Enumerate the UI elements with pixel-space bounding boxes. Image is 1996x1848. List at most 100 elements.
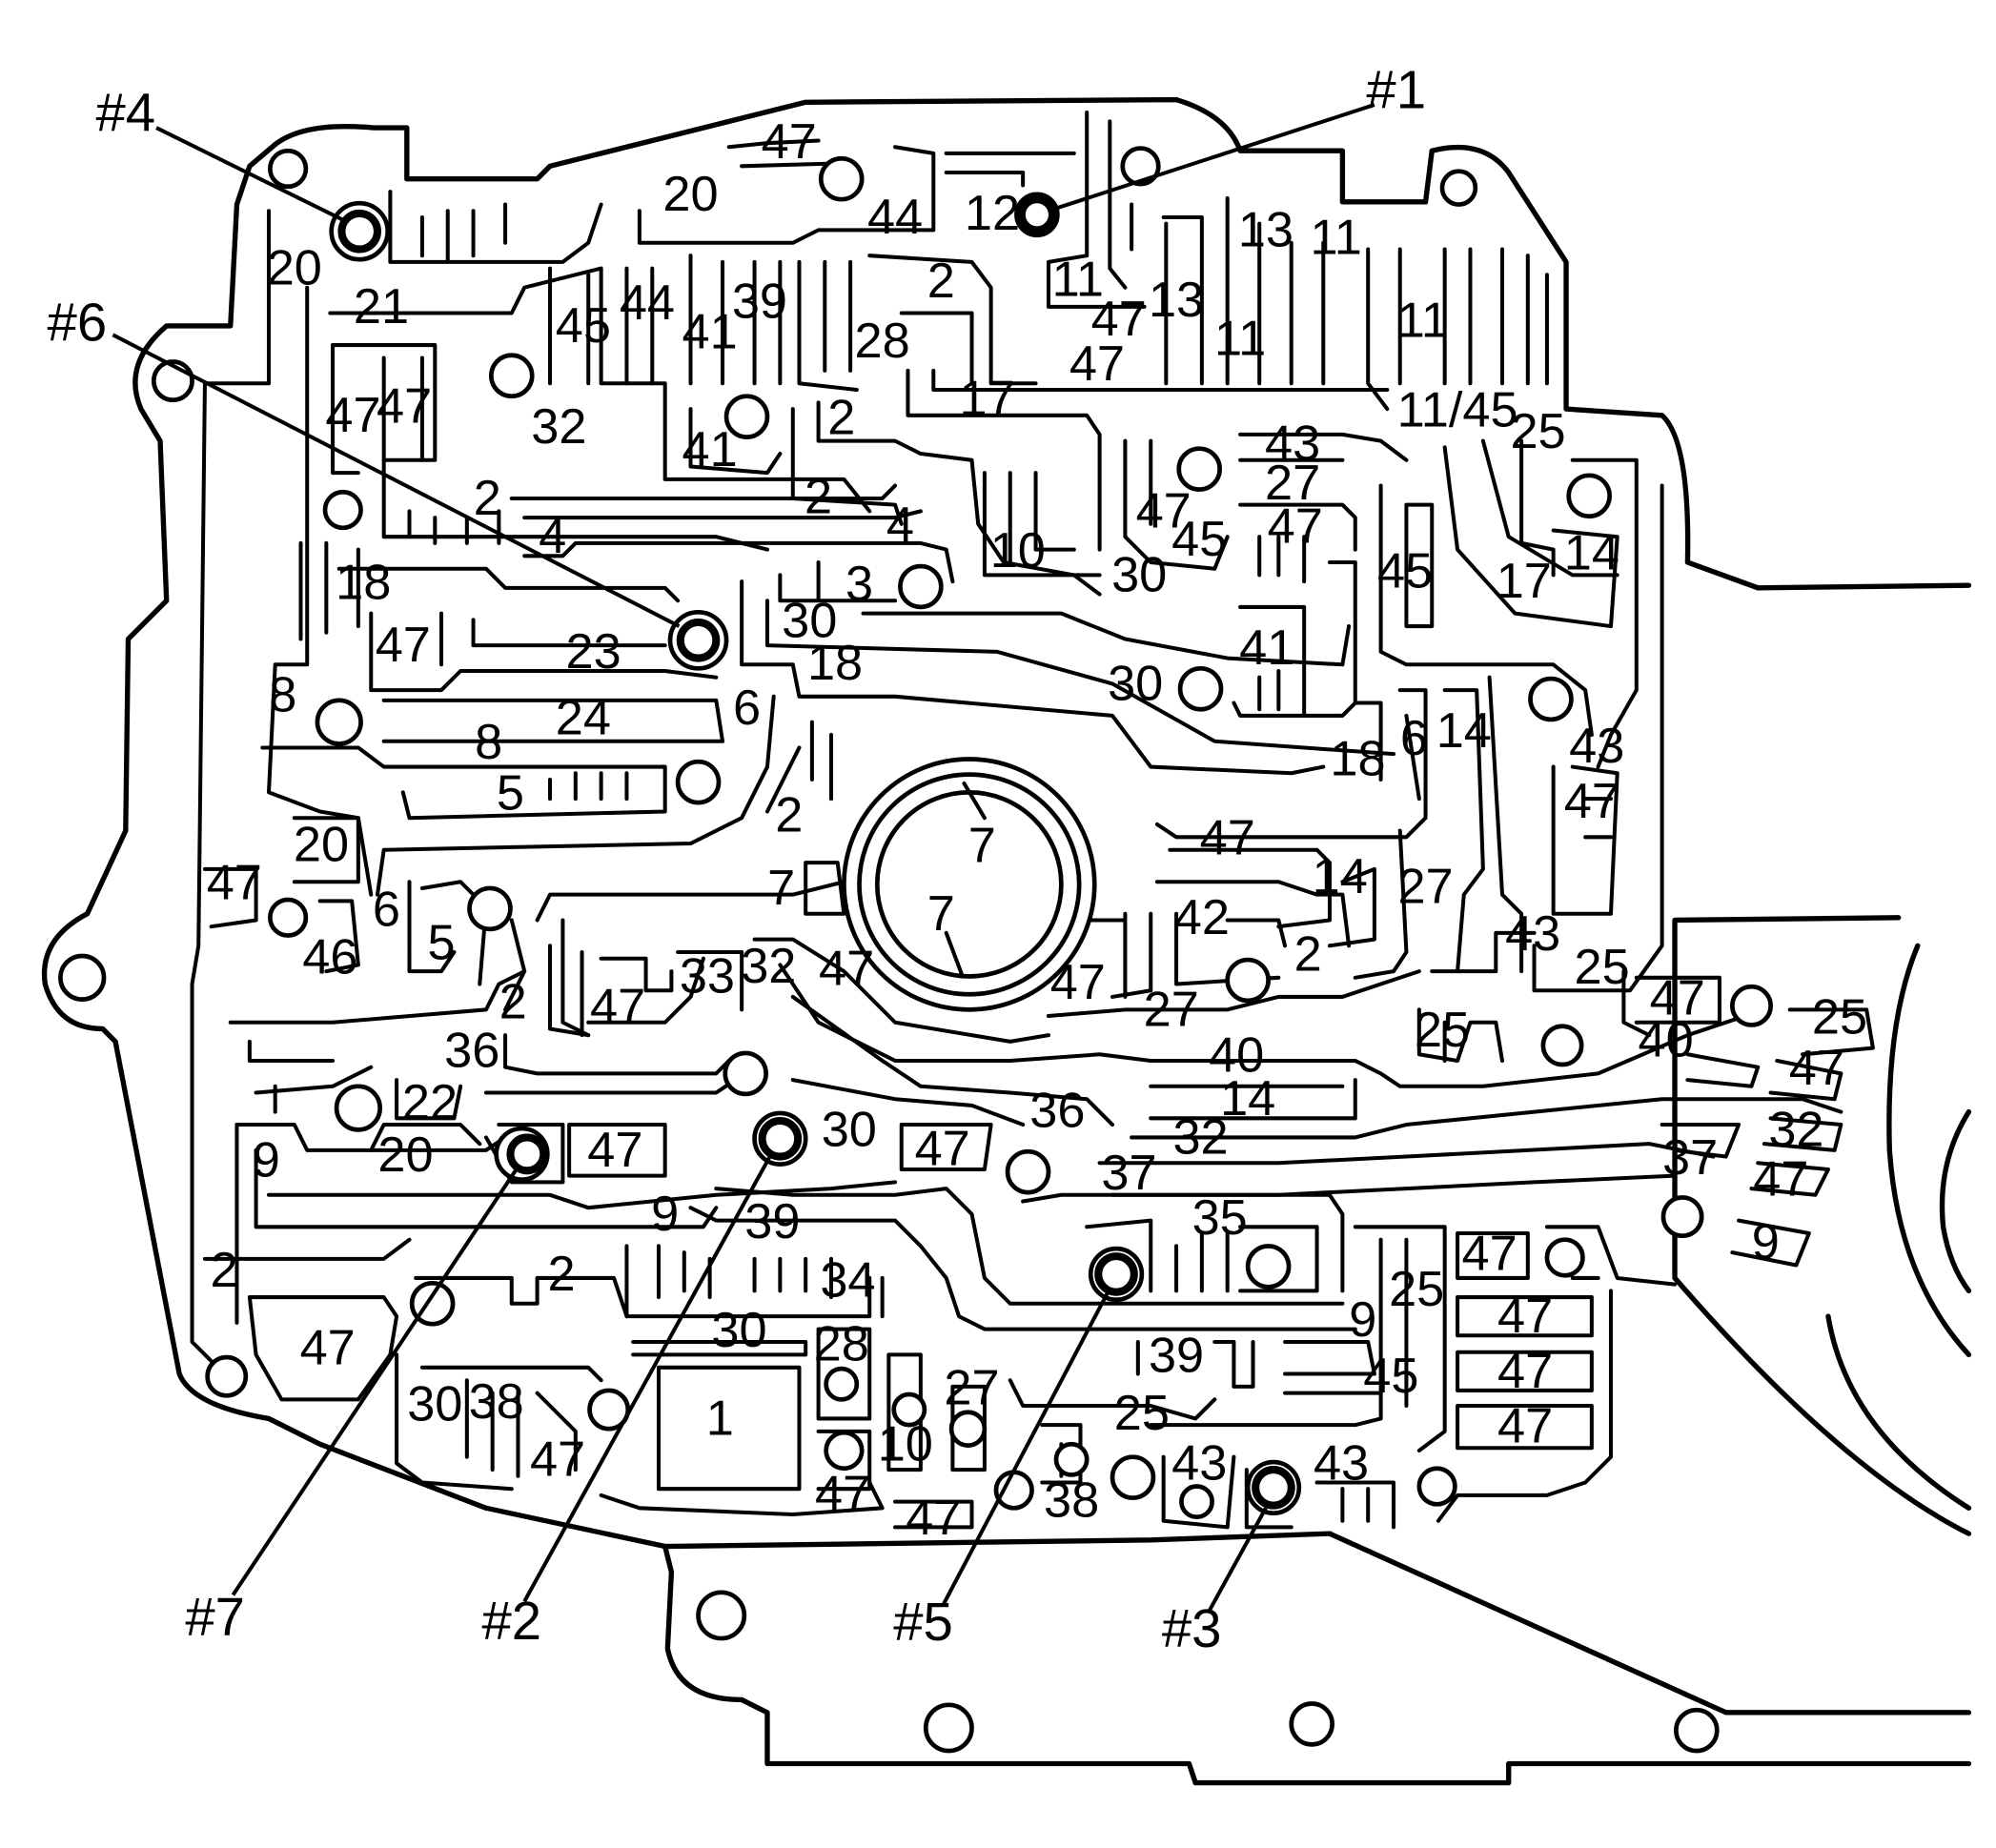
passage-label: 43 [1505,906,1560,962]
passage-label: 5 [497,766,524,822]
passage-label: 2 [548,1247,576,1302]
passage-label: 47 [587,1123,642,1178]
passage-label: 2 [805,470,832,525]
passage-label: 47 [1200,811,1255,866]
passage-label: 44 [620,275,675,331]
passage-label: 25 [1415,1003,1470,1058]
passage-label: 39 [732,274,787,329]
passage-label: 10 [878,1416,933,1472]
passage-label: 30 [822,1102,877,1157]
passage-label: 11 [1214,311,1266,366]
passage-label: 27 [1397,860,1453,915]
passage-label: 14 [1313,849,1368,904]
passage-label: 9 [1349,1292,1376,1348]
passage-label: 17 [960,371,1015,426]
passage-label: 2 [499,974,527,1029]
passage-label: 47 [300,1321,356,1376]
passage-label: 33 [680,948,735,1004]
passage-label: 32 [1768,1102,1823,1157]
passage-label: 34 [820,1253,875,1309]
passage-label: 7 [767,861,795,916]
passage-label: 14 [1220,1071,1275,1127]
passage-label: 18 [336,555,391,610]
passage-label: 18 [1330,732,1385,787]
passage-label: 20 [662,167,718,222]
passage-label: 25 [1575,940,1630,995]
passage-label: 45 [1377,543,1433,599]
passage-label: 38 [1044,1472,1099,1528]
passage-label: 6 [373,883,400,938]
passage-label: 14 [1564,526,1619,581]
passage-label: 46 [302,929,357,985]
passage-label: 2 [775,788,803,843]
passage-label: 38 [469,1374,524,1430]
passage-label: 1 [706,1391,734,1446]
passage-label: 47 [906,1491,961,1546]
passage-label: 30 [1108,656,1163,711]
passage-label: 28 [855,314,910,369]
check-balls [329,192,1302,1516]
passage-label: 30 [407,1377,462,1432]
callout-label: #5 [893,1592,953,1652]
passage-label: 47 [1497,1289,1553,1344]
passage-label: 6 [1400,711,1428,766]
passage-label: 20 [267,241,322,296]
passage-label: 40 [1639,1013,1694,1068]
passage-label: 20 [377,1127,433,1183]
passage-label: 43 [1265,416,1320,471]
passage-label: 2 [827,390,855,445]
passage-label: 47 [1136,483,1191,538]
passage-label: 36 [444,1023,499,1078]
passage-label: 13 [1149,273,1204,328]
passage-label: 47 [1091,292,1147,347]
passage-label: 2 [211,1243,238,1298]
callout-label: #4 [95,83,155,143]
passage-label: 47 [1268,498,1323,554]
passage-label: 12 [965,186,1020,241]
callout-labels: #1 #2 #3 #4 #5 #6 #7 [48,59,1426,1657]
passage-label: 44 [867,190,923,245]
passage-label: 11 [1397,294,1449,349]
passage-label: 47 [1789,1041,1844,1096]
passage-label: 17 [1497,554,1552,609]
passage-label: 42 [1174,890,1230,945]
passage-label: 43 [1569,719,1624,774]
passage-label: 8 [269,667,296,722]
passage-label: 13 [1238,202,1293,257]
valve-body-outline [41,96,1972,1786]
passage-label: 23 [566,624,621,680]
passage-label: 47 [1050,955,1106,1010]
passage-label: 32 [531,399,586,455]
passage-label: 3 [845,557,873,612]
passage-label: 2 [927,254,955,309]
passage-label: 24 [556,691,611,746]
passage-label: 41 [1239,620,1294,676]
callout-label: #2 [481,1591,541,1651]
passage-label: 41 [682,305,738,360]
callout-label: #1 [1366,59,1426,119]
passage-label: 18 [807,636,863,691]
callout-label: #3 [1162,1598,1222,1658]
passage-label: 47 [207,856,262,911]
passage-label: 32 [741,939,796,994]
passage-label: 9 [253,1133,280,1188]
passage-label: 45 [556,298,611,354]
passage-label: 30 [1111,547,1167,602]
passage-label: 45 [1363,1349,1418,1404]
passage-label: 47 [762,114,817,170]
passage-label: 47 [1564,774,1619,829]
passage-label: 45 [1171,512,1227,567]
passage-label: 8 [475,715,502,770]
passage-label: 47 [590,980,645,1035]
passage-label: 25 [1510,404,1565,459]
passage-label: 14 [1436,703,1492,759]
passage-label: 7 [927,886,955,942]
passage-label: 47 [1069,336,1125,392]
passage-label: 4 [539,509,566,564]
passage-label: 47 [1753,1152,1808,1208]
passage-label: 47 [530,1432,585,1487]
passage-label: 2 [1294,927,1322,983]
passage-label: 11 [1052,253,1104,308]
passage-label: 11/45 [1397,382,1518,437]
passage-label: 43 [1314,1435,1369,1491]
